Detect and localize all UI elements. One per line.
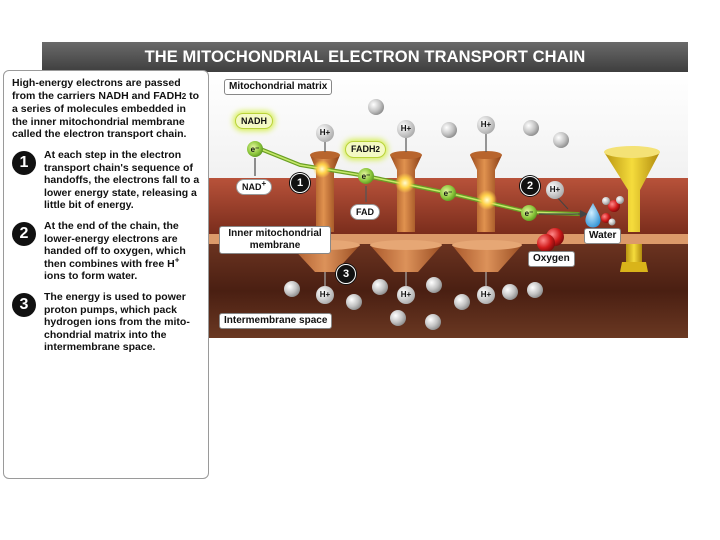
hydrogen-ion — [553, 132, 569, 148]
step-2-text: At the end of the chain, the lower-energ… — [44, 219, 186, 283]
step-2: 2 At the end of the chain, the lower-ene… — [12, 220, 202, 283]
fadh2-tag: FADH2 — [345, 141, 386, 158]
hydrogen-ion — [523, 120, 539, 136]
intro-text: High-energy electrons are passed from th… — [12, 77, 200, 141]
membrane-band — [42, 234, 688, 244]
energy-spark — [395, 173, 415, 193]
hydrogen-ion — [390, 310, 406, 326]
step-1: 1 At each step in the electron transport… — [12, 149, 202, 212]
oxygen-molecule — [537, 228, 564, 252]
explanation-panel: High-energy electrons are passed from th… — [3, 70, 209, 479]
electron-mid: e⁻ — [440, 185, 456, 201]
step-2-number: 2 — [12, 221, 36, 246]
hydrogen-ion — [441, 122, 457, 138]
nadh-tag: NADH — [235, 113, 273, 129]
svg-text:e⁻: e⁻ — [444, 189, 453, 198]
electron-nadh: e⁻ — [247, 141, 263, 157]
water-label: Water — [584, 228, 622, 244]
oxygen-label: Oxygen — [528, 251, 575, 267]
hydrogen-ion-label: H+ — [546, 181, 564, 199]
fad-tag: FAD — [350, 204, 380, 220]
water-molecule — [585, 196, 624, 228]
nad-tag: NAD+ — [236, 179, 273, 195]
inner-membrane-label: Inner mitochondrial membrane — [219, 226, 331, 254]
energy-spark — [313, 160, 331, 178]
step-1-number: 1 — [12, 150, 36, 175]
hydrogen-ion — [426, 277, 442, 293]
proton-pump-2 — [370, 151, 442, 272]
hydrogen-ion — [346, 294, 362, 310]
intermembrane-label: Intermembrane space — [219, 313, 333, 329]
step-marker-3: 3 — [336, 264, 356, 284]
step-1-text: At each step in the electron transport c… — [44, 148, 200, 212]
hydrogen-ion-label: H+ — [316, 124, 334, 142]
hydrogen-ion — [425, 314, 441, 330]
funnel-synthase — [604, 146, 660, 272]
matrix-label: Mitochondrial matrix — [224, 79, 333, 95]
hydrogen-ion — [527, 282, 543, 298]
page-title: THE MITOCHONDRIAL ELECTRON TRANSPORT CHA… — [42, 42, 688, 72]
hydrogen-ion — [284, 281, 300, 297]
hydrogen-ion-label: H+ — [477, 286, 495, 304]
svg-text:e⁻: e⁻ — [525, 209, 534, 218]
hydrogen-ion — [368, 99, 384, 115]
electron-fadh: e⁻ — [358, 168, 374, 184]
step-marker-1: 1 — [290, 173, 310, 193]
hydrogen-ion — [454, 294, 470, 310]
step-marker-2: 2 — [520, 176, 540, 196]
hydrogen-ion — [372, 279, 388, 295]
hydrogen-ion-label: H+ — [397, 120, 415, 138]
svg-text:e⁻: e⁻ — [362, 172, 371, 181]
step-3: 3 The energy is used to power proton pum… — [12, 291, 202, 354]
hydrogen-ion-label: H+ — [397, 286, 415, 304]
electron-end: e⁻ — [521, 205, 537, 221]
energy-spark — [477, 190, 497, 210]
svg-text:e⁻: e⁻ — [251, 145, 260, 154]
step-3-text: The energy is used to power proton pumps… — [44, 290, 190, 354]
hydrogen-ion — [502, 284, 518, 300]
step-3-number: 3 — [12, 292, 36, 317]
hydrogen-ion-label: H+ — [316, 286, 334, 304]
hydrogen-ion-label: H+ — [477, 116, 495, 134]
